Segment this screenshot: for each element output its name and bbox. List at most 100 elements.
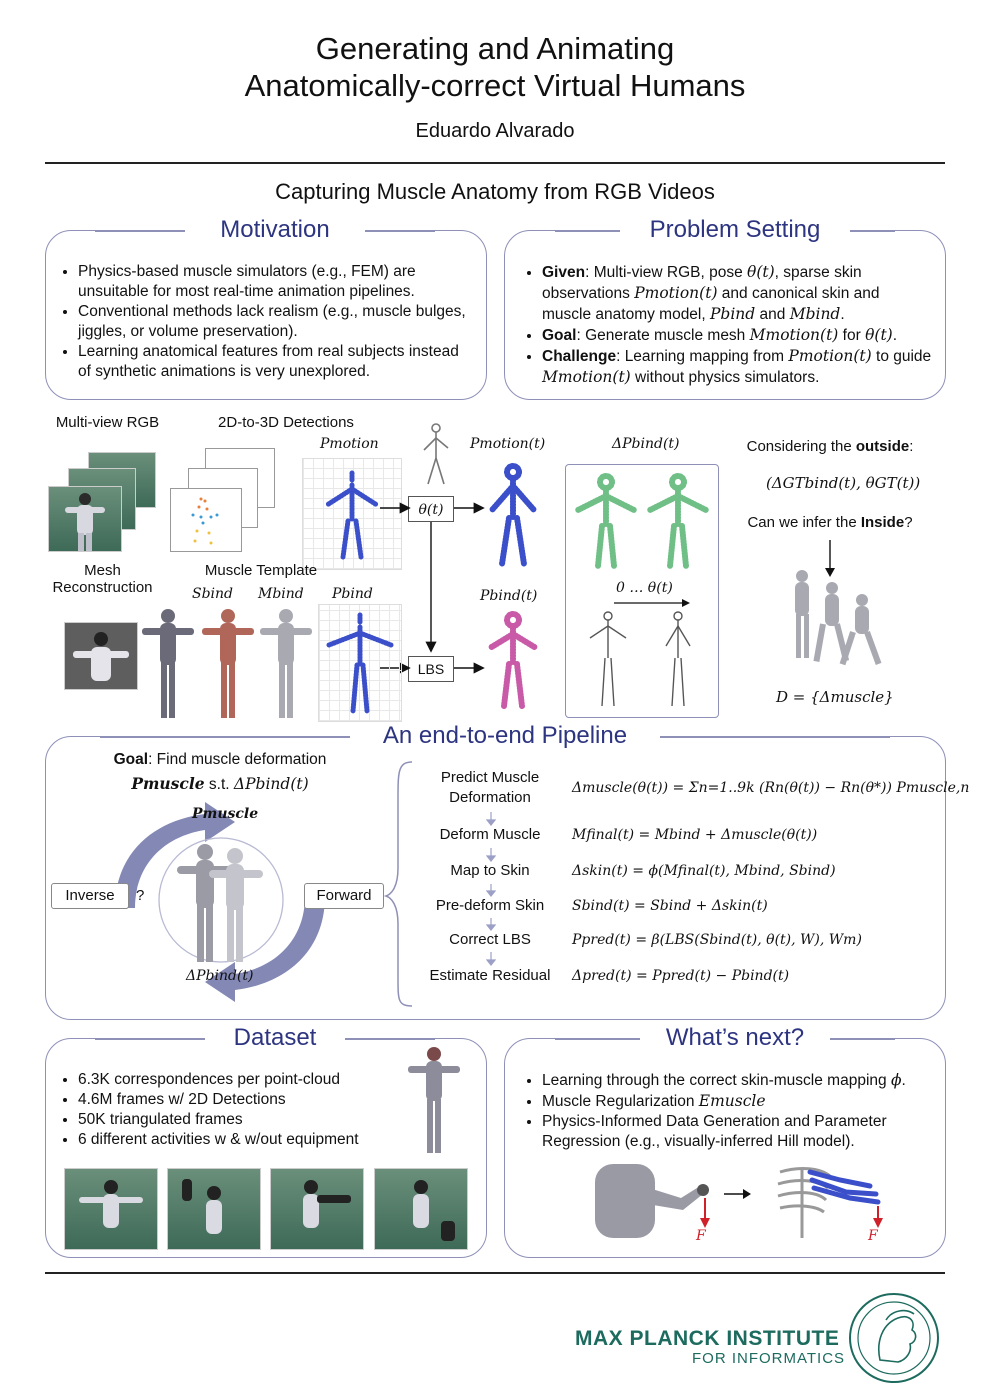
problem-bullet-goal: Goal: Generate muscle mesh Mmotion(t) fo…	[542, 325, 932, 346]
residual-green-figures	[575, 473, 709, 569]
mesh-recon-2: Reconstruction	[52, 579, 153, 596]
goal-pmuscle: Pmuscle	[131, 774, 205, 793]
inverse-box: Inverse	[51, 883, 129, 909]
cycle-top-label: Pmuscle	[192, 806, 259, 822]
multiview-label: Multi-view RGB	[55, 414, 160, 431]
title-line-2: Anatomically-correct Virtual Humans	[244, 68, 746, 103]
p-motion-t-label: Pmotion(t)	[470, 436, 546, 452]
next-bullet: Physics-Informed Data Generation and Par…	[542, 1112, 937, 1152]
pipeline-goal: Goal: Find muscle deformation	[70, 751, 370, 769]
poster-title: Generating and Animating Anatomically-co…	[0, 30, 990, 104]
challenge-text: : Learning mapping from	[616, 348, 789, 365]
step-correct-label: Correct LBS	[449, 931, 531, 948]
interp-arrow	[614, 599, 690, 607]
skeleton-interp	[589, 611, 691, 707]
top-rule	[45, 162, 945, 164]
motivation-list: Physics-based muscle simulators (e.g., F…	[48, 262, 468, 382]
next-title: What’s next?	[640, 1024, 830, 1052]
infer-bold: Inside	[860, 514, 905, 531]
goal-math: Mmotion(t)	[749, 326, 839, 344]
challenge-text: without physics simulators.	[630, 369, 820, 386]
blue-body-points	[324, 470, 380, 560]
suit-figure	[408, 1047, 460, 1153]
recon-photo	[64, 622, 138, 690]
next-b2-math: Emuscle	[698, 1092, 766, 1110]
down-arrow	[825, 540, 835, 577]
force-label-1: F	[696, 1228, 706, 1244]
infer-post: ?	[904, 514, 913, 531]
dataset-photo	[270, 1168, 364, 1250]
recon-silhouette	[73, 632, 129, 681]
goal-label: Goal	[542, 327, 577, 344]
eq-predeform: Sbind(t) = Sbind + Δskin(t)	[572, 898, 768, 914]
lbs-label: LBS	[417, 661, 445, 677]
given-text: .	[840, 306, 845, 323]
minerva-logo	[849, 1293, 939, 1383]
inverse-forward-cycle	[115, 802, 325, 1002]
arm-torso-figure	[595, 1164, 710, 1238]
forward-box: Forward	[304, 883, 384, 909]
eq-deform: Mfinal(t) = Mbind + Δmuscle(θ(t))	[572, 827, 818, 843]
dataset-title: Dataset	[205, 1024, 345, 1052]
p-bind-label: Pbind	[332, 586, 373, 602]
dataset-D: D = {Δmuscle}	[776, 688, 894, 706]
muscle-template-label: Muscle Template	[204, 562, 318, 579]
bind-skin-pink	[487, 611, 539, 709]
considering-pre: Considering the	[746, 438, 856, 455]
eq-predict: Δmuscle(θ(t)) = Σn=1..9k (Rn(θ(t)) − Rn(…	[572, 780, 970, 796]
theta-label: θ(t)	[418, 502, 444, 518]
considering-post: :	[909, 438, 914, 455]
posed-skin-blue	[489, 463, 537, 567]
activity-figure	[79, 1180, 143, 1228]
activity-figure	[303, 1180, 351, 1228]
inverse-question: ?	[136, 887, 145, 904]
activity-figure	[182, 1179, 222, 1234]
next-list: Learning through the correct skin-muscle…	[512, 1070, 937, 1152]
muscle-bodies-gray	[795, 570, 882, 666]
given-text: , sparse skin observations	[542, 264, 862, 302]
theta-box: θ(t)	[408, 496, 454, 522]
detection-frame	[170, 488, 242, 552]
author: Eduardo Alvarado	[415, 120, 575, 142]
poster-subtitle: Capturing Muscle Anatomy from RGB Videos	[275, 179, 715, 204]
m-bind-label: Mbind	[258, 586, 304, 602]
p-motion-label: Pmotion	[320, 436, 379, 452]
challenge-math: Pmotion(t)	[788, 347, 872, 365]
next-b1-math: ϕ	[890, 1071, 902, 1089]
step-predict-label: Predict Muscle Deformation	[440, 769, 540, 806]
pipeline-title: An end-to-end Pipeline	[350, 722, 660, 750]
challenge-label: Challenge	[542, 348, 617, 365]
eq-map: Δskin(t) = ϕ(Mfinal(t), Mbind, Sbind)	[572, 863, 836, 879]
pipeline-goal-line2: Pmuscle s.t. ΔPbind(t)	[70, 774, 370, 794]
dataset-bullet: 6 different activities w & w/out equipme…	[78, 1130, 398, 1150]
given-math: θ(t)	[747, 263, 775, 281]
mesh-recon-1: Mesh	[84, 562, 121, 579]
zero-theta-label: 0 … θ(t)	[616, 580, 673, 596]
given-text: : Multi-view RGB, pose	[585, 264, 748, 281]
skeleton-stick-figure	[423, 423, 449, 485]
detections-label: 2D-to-3D Detections	[218, 414, 354, 431]
step-residual-label: Estimate Residual	[429, 967, 551, 984]
considering-bold: outside	[855, 438, 910, 455]
p-bind-t-label: Pbind(t)	[480, 588, 538, 604]
next-bullet: Learning through the correct skin-muscle…	[542, 1070, 937, 1091]
next-bullet: Muscle Regularization Emuscle	[542, 1091, 937, 1112]
dataset-photo	[374, 1168, 468, 1250]
motivation-bullet: Physics-based muscle simulators (e.g., F…	[78, 262, 468, 302]
pipeline-goal-text: : Find muscle deformation	[148, 751, 327, 768]
pipeline-goal-label: Goal	[113, 751, 149, 768]
dataset-photo	[64, 1168, 158, 1250]
step-deform-label: Deform Muscle	[439, 826, 541, 843]
skeleton-muscle-figure	[777, 1167, 883, 1238]
given-text: and canonical skin and muscle anatomy mo…	[542, 285, 880, 323]
eq-residual: Δpred(t) = Ppred(t) − Pbind(t)	[572, 968, 790, 984]
residual-box	[565, 464, 719, 718]
delta-p-bind-label: ΔPbind(t)	[612, 436, 680, 452]
eq-correct: Ppred(t) = β(LBS(Sbind(t), θ(t), W), Wm)	[572, 932, 862, 948]
gt-tuple: (ΔGTbind(t), θGT(t))	[766, 474, 921, 492]
step-arrows	[486, 812, 496, 966]
goal-text: for	[838, 327, 866, 344]
dataset-bullet: 6.3K correspondences per point-cloud	[78, 1070, 398, 1090]
goal-delta: ΔPbind(t)	[233, 775, 309, 793]
